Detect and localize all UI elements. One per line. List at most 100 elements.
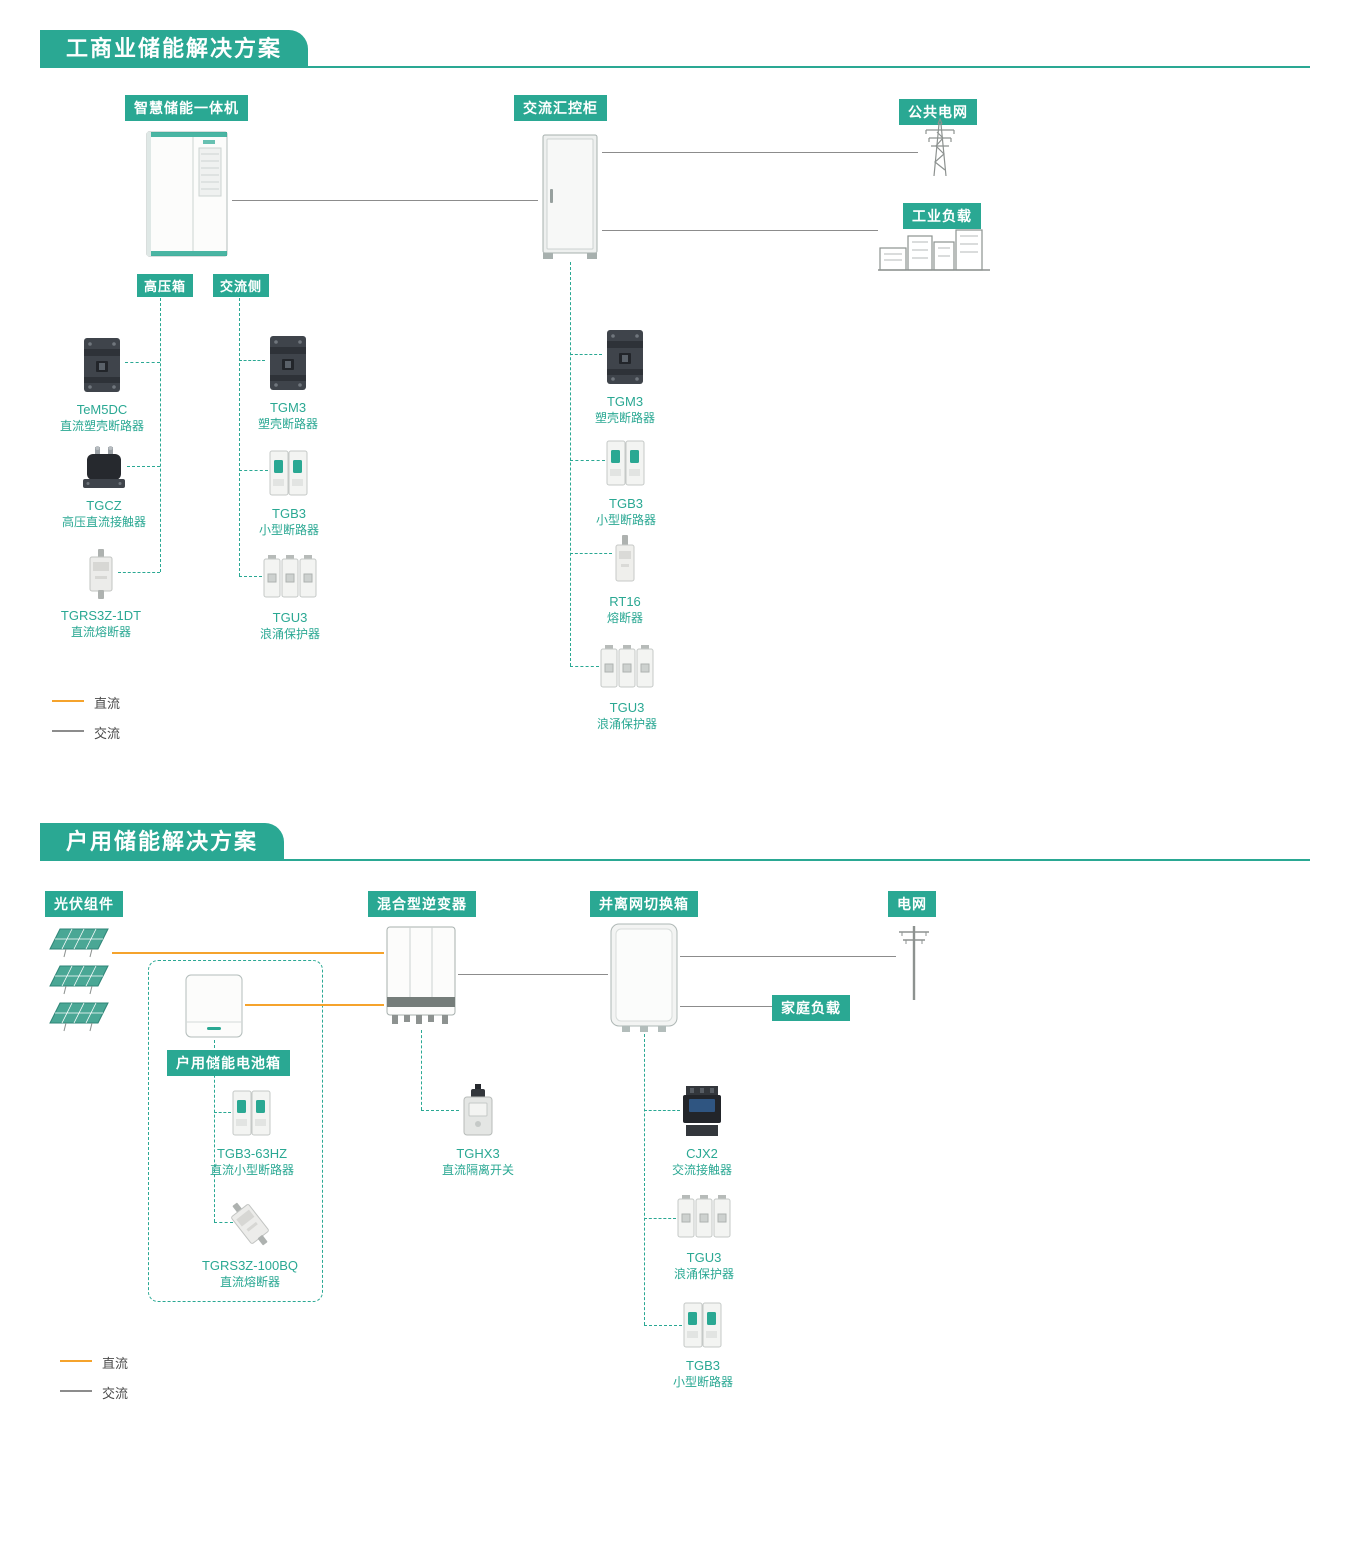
storage-cabinet-illustration xyxy=(143,128,231,260)
ac-contactor-icon xyxy=(680,1084,724,1138)
legend-ac-line xyxy=(52,730,84,732)
component-name: TGU3 xyxy=(686,1250,722,1265)
mccb-breaker-icon xyxy=(265,334,311,392)
dc-isolator-icon xyxy=(459,1084,497,1138)
component-name: TGB3 xyxy=(609,496,643,511)
mccb-breaker-icon xyxy=(79,336,125,394)
legend-dc-line xyxy=(52,700,84,702)
dashed-stub xyxy=(239,360,265,361)
dashed-line-ac-column xyxy=(239,298,240,576)
dc-contactor-icon xyxy=(81,446,127,490)
component-desc: 直流隔离开关 xyxy=(441,1162,514,1177)
tag-public-grid: 公共电网 xyxy=(899,99,977,125)
component-name: CJX2 xyxy=(686,1146,718,1161)
legend-ac-label: 交流 xyxy=(102,1386,129,1401)
component-desc: 熔断器 xyxy=(606,610,643,625)
surge-protector-icon xyxy=(599,644,655,692)
component-name: TGM3 xyxy=(269,400,307,415)
component-tgcz: TGCZ 高压直流接触器 xyxy=(39,446,169,530)
connector-switchbox-to-grid xyxy=(680,956,896,957)
legend-ac-line xyxy=(60,1390,92,1392)
component-tgm3-cabinet: TGM3 塑壳断路器 xyxy=(560,328,690,426)
dashed-stub xyxy=(570,460,605,461)
component-name: TGHX3 xyxy=(456,1146,500,1161)
dashed-stub xyxy=(570,354,602,355)
dc-fuse-icon xyxy=(221,1193,280,1255)
component-desc: 高压直流接触器 xyxy=(61,514,146,529)
dashed-stub xyxy=(214,1222,233,1223)
fuse-icon xyxy=(612,534,638,586)
component-desc: 小型断路器 xyxy=(672,1374,733,1389)
transmission-tower-illustration xyxy=(918,116,962,178)
tag-ac-side: 交流侧 xyxy=(213,274,270,297)
tag-hv-box: 高压箱 xyxy=(137,274,194,297)
component-cjx2: CJX2 交流接触器 xyxy=(637,1084,767,1178)
dashed-stub xyxy=(239,470,268,471)
section-title-rule xyxy=(40,66,1310,68)
component-desc: 浪涌保护器 xyxy=(673,1266,734,1281)
dashed-stub xyxy=(644,1325,682,1326)
dashed-line-battery-column xyxy=(214,1040,215,1222)
dashed-line-cabinet-column xyxy=(570,262,571,666)
dashed-line-hv-column xyxy=(160,298,161,572)
component-desc: 直流小型断路器 xyxy=(209,1162,294,1177)
dashed-stub xyxy=(239,576,262,577)
switch-box-illustration xyxy=(608,922,680,1034)
connector-cabinet-to-load xyxy=(602,230,878,231)
component-tgrs3z-100bq: TGRS3Z-100BQ 直流熔断器 xyxy=(185,1198,315,1290)
legend-ac-label: 交流 xyxy=(94,726,121,741)
component-name: TGRS3Z-1DT xyxy=(60,608,142,623)
mcb-breaker-icon xyxy=(231,1088,273,1138)
dashed-stub xyxy=(127,466,160,467)
component-name: TGU3 xyxy=(609,700,645,715)
component-tgu3-residential: TGU3 浪涌保护器 xyxy=(639,1194,769,1282)
component-desc: 直流熔断器 xyxy=(219,1274,280,1289)
surge-protector-icon xyxy=(676,1194,732,1242)
component-tghx3: TGHX3 直流隔离开关 xyxy=(413,1084,543,1178)
legend-dc-label: 直流 xyxy=(102,1356,129,1371)
mcb-breaker-icon xyxy=(268,448,310,498)
component-rt16: RT16 熔断器 xyxy=(560,534,690,626)
component-name: TeM5DC xyxy=(76,402,128,417)
component-desc: 小型断路器 xyxy=(595,512,656,527)
connector-storage-to-cabinet xyxy=(232,200,538,201)
component-tem5dc: TeM5DC 直流塑壳断路器 xyxy=(37,336,167,434)
component-desc: 直流塑壳断路器 xyxy=(59,418,144,433)
hybrid-inverter-illustration xyxy=(384,925,458,1030)
section-title-residential: 户用储能解决方案 xyxy=(40,823,285,861)
component-desc: 浪涌保护器 xyxy=(259,626,320,641)
mccb-breaker-icon xyxy=(602,328,648,386)
tag-switch-box: 并离网切换箱 xyxy=(590,891,698,917)
connector-cabinet-to-grid xyxy=(602,152,918,153)
connector-battery-to-inverter xyxy=(245,1004,384,1006)
section-title-rule xyxy=(40,859,1310,861)
component-tgm3-acside: TGM3 塑壳断路器 xyxy=(223,334,353,432)
component-name: RT16 xyxy=(609,594,641,609)
connector-pv-to-inverter xyxy=(112,952,384,954)
tag-home-load: 家庭负载 xyxy=(772,995,850,1021)
dashed-stub xyxy=(570,553,612,554)
dashed-stub xyxy=(125,362,160,363)
dashed-line-inverter-column xyxy=(421,1030,422,1110)
solar-panel-illustration xyxy=(46,962,112,996)
connector-inverter-to-switchbox xyxy=(458,974,608,975)
component-tgb3-63hz: TGB3-63HZ 直流小型断路器 xyxy=(187,1088,317,1178)
component-desc: 塑壳断路器 xyxy=(594,410,655,425)
connector-switchbox-to-homeload xyxy=(680,1006,772,1007)
tag-storage-machine: 智慧储能一体机 xyxy=(125,95,248,121)
dc-fuse-icon xyxy=(84,548,118,600)
component-tgrs3z-1dt: TGRS3Z-1DT 直流熔断器 xyxy=(36,548,166,640)
legend-dc-label: 直流 xyxy=(94,696,121,711)
utility-pole-illustration xyxy=(896,922,932,1002)
component-tgu3-acside: TGU3 浪涌保护器 xyxy=(225,554,355,642)
component-tgb3-residential: TGB3 小型断路器 xyxy=(638,1300,768,1390)
section-title-commercial: 工商业储能解决方案 xyxy=(40,30,309,68)
component-desc: 浪涌保护器 xyxy=(596,716,657,731)
component-name: TGCZ xyxy=(86,498,122,513)
dashed-stub xyxy=(644,1218,676,1219)
component-name: TGM3 xyxy=(606,394,644,409)
component-name: TGU3 xyxy=(272,610,308,625)
ac-control-cabinet-illustration xyxy=(538,133,602,261)
solar-panel-illustration xyxy=(46,925,112,959)
tag-hybrid-inverter: 混合型逆变器 xyxy=(368,891,476,917)
